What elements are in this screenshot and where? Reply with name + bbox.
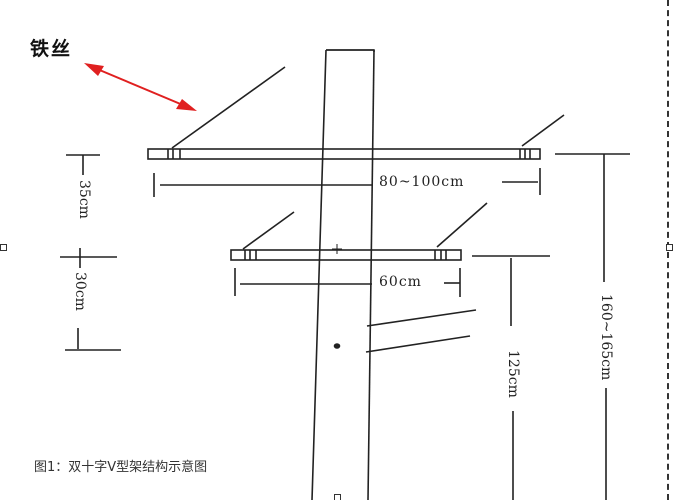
- upper-arm-width-label: 80~100cm: [376, 174, 468, 190]
- lower-gap-label: 30cm: [72, 272, 88, 311]
- wire-label: 铁丝: [30, 38, 73, 60]
- wire-pointer-arrow-icon: [84, 63, 197, 111]
- figure-caption: 图1：双十字V型架结构示意图: [34, 460, 208, 475]
- resize-handle-left[interactable]: [0, 244, 7, 251]
- lower-arm-height-label: 125cm: [505, 350, 521, 398]
- lower-arm-width-label: 60cm: [376, 274, 425, 290]
- upper-arm-height-label: 160~165cm: [598, 294, 614, 381]
- resize-handle-right[interactable]: [666, 244, 673, 251]
- upper-gap-label: 35cm: [76, 180, 92, 219]
- resize-handle-bottom[interactable]: [334, 494, 341, 500]
